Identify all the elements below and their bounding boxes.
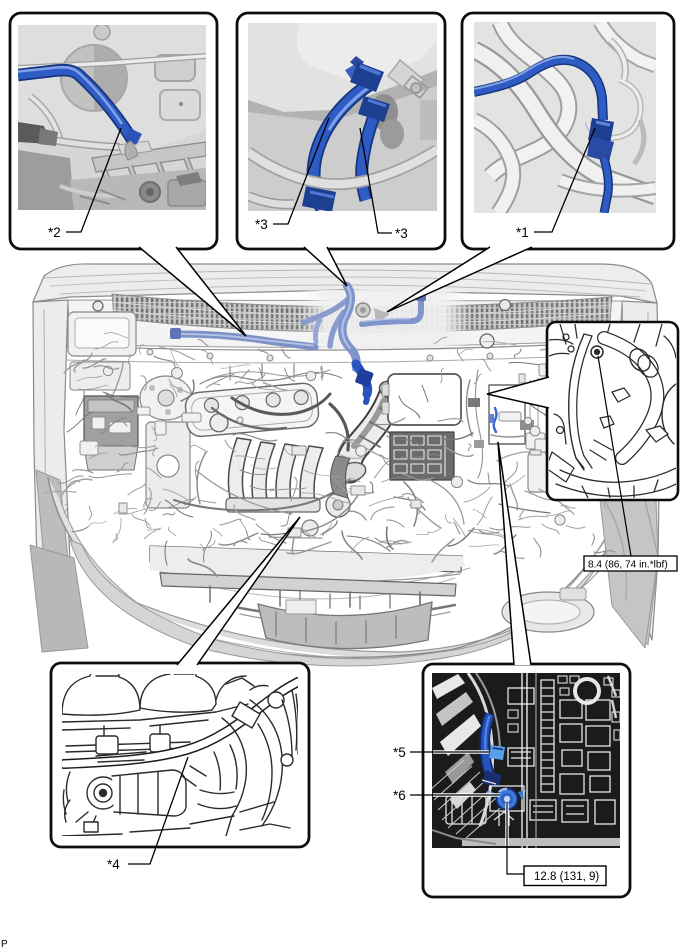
svg-text:*3: *3 (255, 217, 268, 232)
svg-text:*2: *2 (48, 225, 61, 240)
svg-text:*5: *5 (393, 745, 406, 760)
svg-text:*4: *4 (107, 857, 120, 872)
svg-text:12.8 (131, 9): 12.8 (131, 9) (534, 871, 599, 883)
svg-text:*6: *6 (393, 788, 406, 803)
svg-text:*1: *1 (516, 225, 529, 240)
svg-text:*3: *3 (395, 226, 408, 241)
svg-text:8.4 (86, 74 in.*lbf): 8.4 (86, 74 in.*lbf) (588, 560, 668, 571)
svg-text:P: P (1, 939, 8, 949)
